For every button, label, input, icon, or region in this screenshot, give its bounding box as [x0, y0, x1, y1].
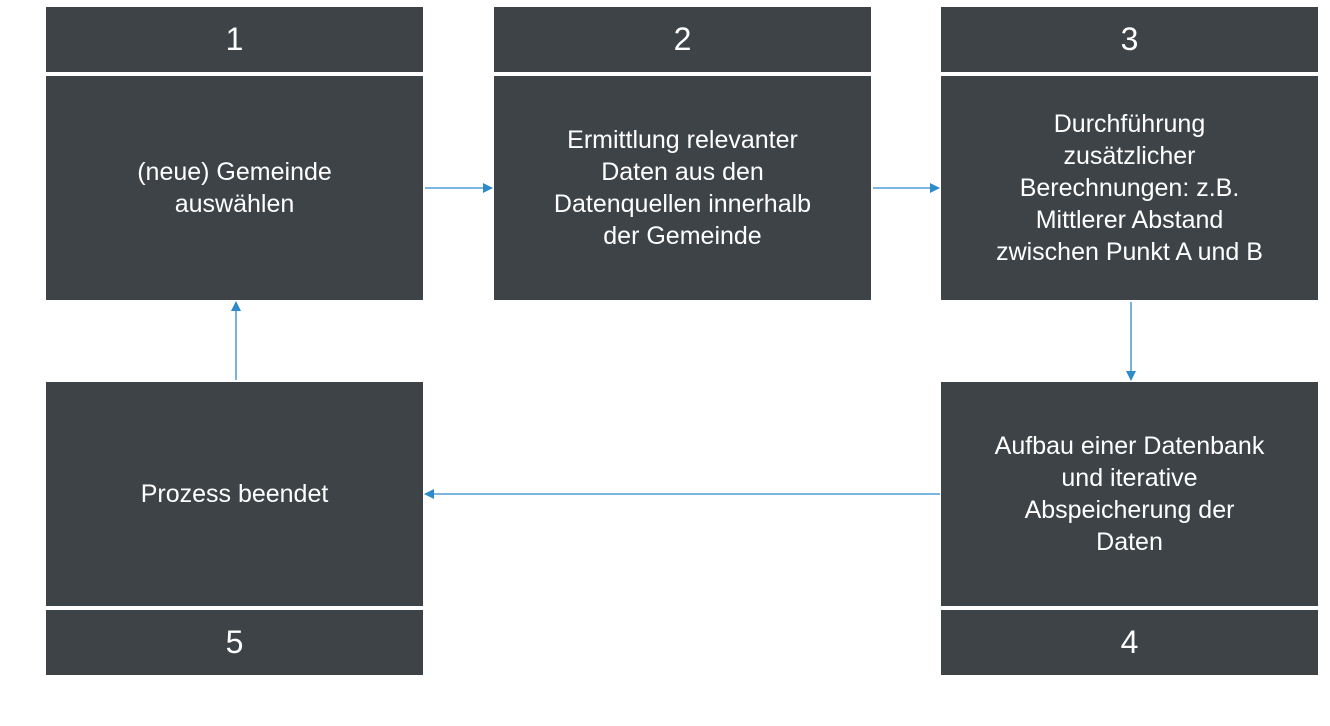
step-4-line: Aufbau einer Datenbank [994, 432, 1265, 460]
step-4-line: Abspeicherung der [1024, 496, 1235, 524]
step-4-text: Aufbau einer Datenbank und iterative Abs… [995, 430, 1265, 558]
step-2-line: Daten aus den [601, 158, 764, 186]
step-3-line: Berechnungen: z.B. [1019, 174, 1240, 202]
step-3-text: Durchführung zusätzlicher Berechnungen: … [996, 108, 1263, 268]
step-4-number-footer: 4 [941, 610, 1318, 675]
step-3-number-header: 3 [941, 7, 1318, 72]
step-1-number: 1 [225, 21, 244, 57]
step-2-box: Ermittlung relevanter Daten aus den Date… [494, 76, 871, 300]
step-3-number: 3 [1120, 21, 1139, 57]
step-2-number: 2 [673, 21, 692, 57]
step-4-number: 4 [1120, 624, 1139, 660]
step-3-line: zwischen Punkt A und B [996, 238, 1263, 266]
step-3-line: Durchführung [1053, 110, 1206, 138]
step-2-line: der Gemeinde [603, 222, 762, 250]
step-5-line: Prozess beendet [140, 480, 329, 508]
step-3-line: Mittlerer Abstand [1035, 206, 1224, 234]
step-1-line: (neue) Gemeinde [137, 158, 332, 186]
step-4-line: und iterative [1061, 464, 1198, 492]
step-1-line: auswählen [174, 190, 295, 218]
step-1-text: (neue) Gemeinde auswählen [137, 156, 332, 220]
step-2-line: Datenquellen innerhalb [553, 190, 812, 218]
step-2-number-header: 2 [494, 7, 871, 72]
step-5-number-footer: 5 [46, 610, 423, 675]
step-4-box: Aufbau einer Datenbank und iterative Abs… [941, 382, 1318, 606]
step-5-box: Prozess beendet [46, 382, 423, 606]
step-5-number: 5 [225, 624, 244, 660]
step-3-line: zusätzlicher [1063, 142, 1196, 170]
step-1-box: (neue) Gemeinde auswählen [46, 76, 423, 300]
step-4-line: Daten [1096, 528, 1163, 556]
step-5-text: Prozess beendet [141, 478, 329, 510]
step-2-line: Ermittlung relevanter [567, 126, 798, 154]
step-1-number-header: 1 [46, 7, 423, 72]
step-3-box: Durchführung zusätzlicher Berechnungen: … [941, 76, 1318, 300]
step-2-text: Ermittlung relevanter Daten aus den Date… [554, 124, 811, 252]
